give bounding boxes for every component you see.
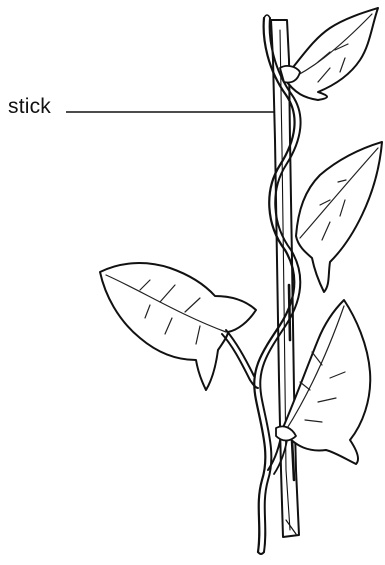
stick-label: stick <box>8 96 51 117</box>
leaf-top-right <box>280 8 378 100</box>
leaf-left <box>100 263 258 390</box>
leaf-right-middle <box>296 142 382 292</box>
